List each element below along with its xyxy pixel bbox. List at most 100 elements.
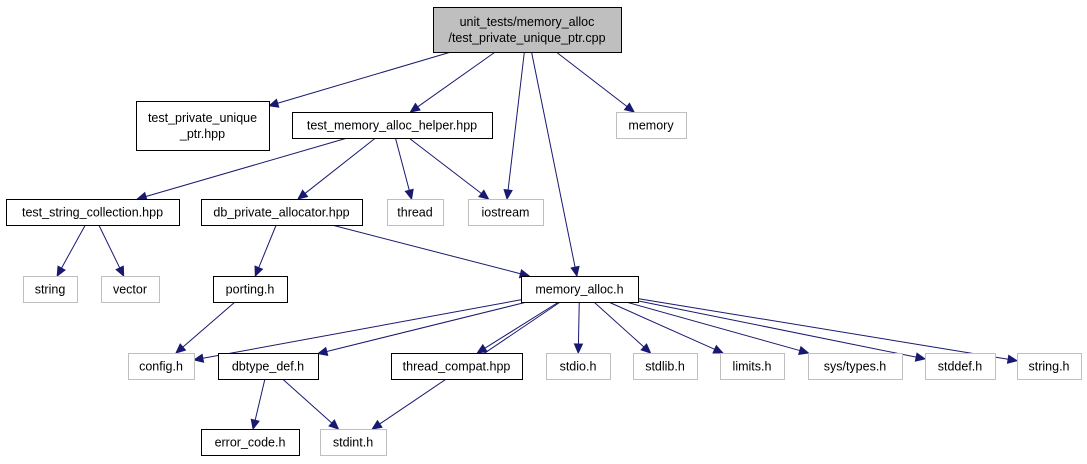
node-box bbox=[213, 276, 288, 303]
node-label-line: memory_alloc.h bbox=[535, 283, 623, 297]
node-stdio: stdio.h bbox=[546, 353, 611, 380]
edge-porting-to-config bbox=[175, 301, 236, 354]
edge-root-to-helper bbox=[409, 51, 496, 113]
node-box bbox=[101, 276, 160, 303]
edge-line bbox=[625, 301, 800, 352]
edge-dballoc-to-memalloc bbox=[331, 224, 531, 279]
edge-line bbox=[577, 301, 580, 345]
node-label-line: thread bbox=[397, 206, 432, 220]
node-box bbox=[128, 353, 195, 380]
node-label-line: test_memory_alloc_helper.hpp bbox=[307, 119, 477, 133]
edge-arrowhead bbox=[175, 343, 187, 354]
edge-line bbox=[202, 299, 522, 359]
node-stringh: string.h bbox=[1017, 353, 1082, 380]
node-label-line: unit_tests/memory_alloc bbox=[460, 15, 595, 29]
node-box bbox=[546, 353, 611, 380]
edge-arrowhead bbox=[573, 343, 584, 355]
edge-arrowhead bbox=[254, 265, 264, 278]
node-systypes: sys/types.h bbox=[808, 353, 903, 380]
edge-arrowhead bbox=[316, 346, 329, 356]
node-box bbox=[521, 276, 639, 303]
edge-root-to-hpp_unique bbox=[267, 51, 452, 108]
node-box bbox=[201, 199, 363, 226]
edge-arrowhead bbox=[478, 189, 490, 200]
node-label-line: config.h bbox=[139, 360, 183, 374]
edge-memalloc-to-stddef bbox=[637, 300, 927, 362]
edge-memalloc-to-config bbox=[192, 299, 522, 363]
node-hpp_unique[interactable]: test_private_unique_ptr.hpp bbox=[136, 101, 270, 151]
node-string: string bbox=[23, 276, 78, 303]
node-box bbox=[1017, 353, 1082, 380]
edge-line bbox=[282, 378, 333, 424]
edge-line bbox=[331, 224, 521, 275]
edge-line bbox=[254, 378, 266, 421]
edge-arrowhead bbox=[297, 189, 309, 200]
edge-memalloc-to-dbtype bbox=[316, 301, 528, 356]
edge-arrowhead bbox=[404, 188, 414, 201]
edge-root-to-memory bbox=[555, 51, 636, 113]
node-label-line: stdint.h bbox=[333, 436, 373, 450]
edge-helper-to-iostream bbox=[408, 137, 490, 200]
edge-line bbox=[258, 224, 277, 268]
edge-arrowhead bbox=[1006, 354, 1019, 364]
edge-arrowhead bbox=[503, 189, 513, 201]
node-label-line: stddef.h bbox=[938, 360, 983, 374]
node-box bbox=[925, 353, 996, 380]
edge-arrowhead bbox=[570, 265, 580, 278]
node-label-line: test_string_collection.hpp bbox=[22, 206, 163, 220]
node-config: config.h bbox=[128, 353, 195, 380]
node-box bbox=[387, 199, 444, 226]
edge-arrowhead bbox=[328, 419, 340, 430]
node-helper[interactable]: test_memory_alloc_helper.hpp bbox=[292, 112, 493, 139]
edge-memalloc-to-systypes bbox=[625, 301, 810, 356]
node-threadcompat[interactable]: thread_compat.hpp bbox=[391, 353, 523, 380]
edge-line bbox=[61, 224, 86, 269]
edge-dbtype-to-stdint bbox=[282, 378, 340, 430]
node-label-line: _ptr.hpp bbox=[179, 127, 225, 141]
edge-arrowhead bbox=[914, 352, 927, 362]
node-memalloc[interactable]: memory_alloc.h bbox=[521, 276, 639, 303]
node-errorcode[interactable]: error_code.h bbox=[201, 429, 300, 456]
node-dballoc[interactable]: db_private_allocator.hpp bbox=[201, 199, 363, 226]
node-box bbox=[6, 199, 180, 226]
edge-memalloc-to-stdio bbox=[573, 301, 584, 355]
node-label-line: string.h bbox=[1029, 360, 1070, 374]
edge-line bbox=[593, 301, 645, 348]
edge-arrowhead bbox=[798, 345, 810, 356]
node-root[interactable]: unit_tests/memory_alloc/test_private_uni… bbox=[433, 7, 622, 53]
node-memory: memory bbox=[616, 112, 687, 139]
node-box bbox=[320, 429, 387, 456]
edge-line bbox=[408, 137, 482, 194]
node-label-line: dbtype_def.h bbox=[232, 360, 304, 374]
edge-line bbox=[98, 224, 121, 269]
edge-line bbox=[637, 298, 1009, 360]
node-label-line: iostream bbox=[482, 206, 530, 220]
edge-strcoll-to-vector bbox=[98, 224, 125, 278]
node-strcoll[interactable]: test_string_collection.hpp bbox=[6, 199, 180, 226]
edge-helper-to-thread bbox=[394, 137, 414, 201]
edge-line bbox=[531, 51, 576, 268]
node-porting[interactable]: porting.h bbox=[213, 276, 288, 303]
node-box bbox=[23, 276, 78, 303]
node-limits: limits.h bbox=[720, 353, 785, 380]
edge-root-to-memalloc bbox=[531, 51, 580, 278]
edge-root-to-iostream bbox=[503, 51, 525, 201]
node-label-line: porting.h bbox=[226, 283, 275, 297]
node-label-line: /test_private_unique_ptr.cpp bbox=[448, 31, 605, 45]
node-label-line: vector bbox=[113, 283, 147, 297]
node-box bbox=[720, 353, 785, 380]
edge-arrowhead bbox=[115, 265, 125, 278]
node-label-line: stdio.h bbox=[560, 360, 597, 374]
edge-memalloc-to-stdlib bbox=[593, 301, 652, 354]
node-label-line: thread_compat.hpp bbox=[403, 360, 511, 374]
edge-line bbox=[417, 51, 496, 108]
node-label-line: memory bbox=[628, 119, 674, 133]
edge-dballoc-to-porting bbox=[254, 224, 277, 278]
node-dbtype[interactable]: dbtype_def.h bbox=[218, 353, 319, 380]
edge-line bbox=[484, 301, 559, 349]
edge-line bbox=[277, 51, 452, 104]
node-box bbox=[136, 101, 270, 151]
node-label-line: string bbox=[35, 283, 66, 297]
edge-memalloc-to-stringh bbox=[637, 298, 1019, 364]
node-label-line: stdlib.h bbox=[645, 360, 685, 374]
